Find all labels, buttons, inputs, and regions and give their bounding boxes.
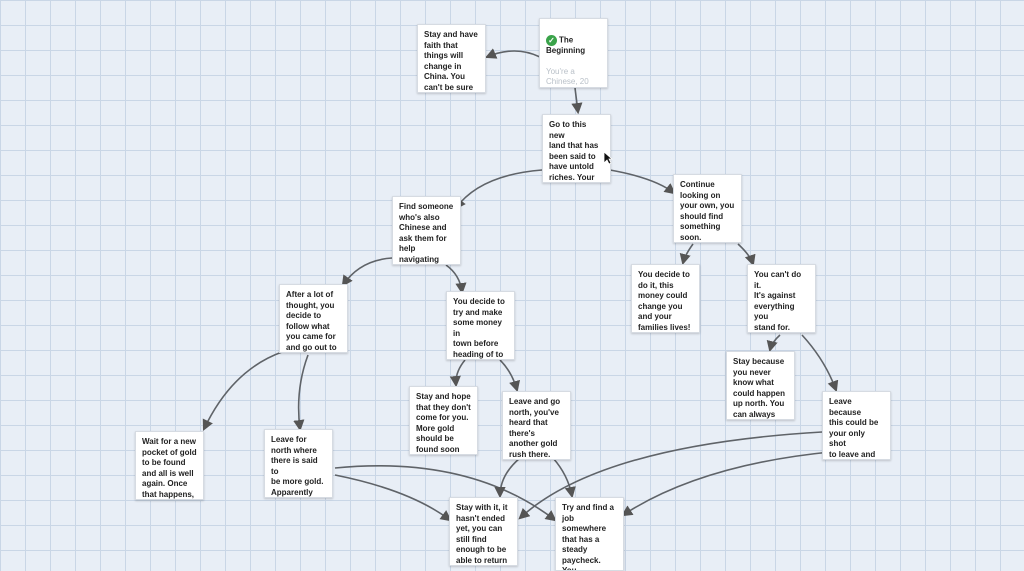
link-find-chinese-to-after-thought xyxy=(341,257,393,287)
passage-new-land[interactable]: Go to this new land that has been said t… xyxy=(542,114,611,183)
passage-leave-north-more[interactable]: Leave for north where there is said to b… xyxy=(264,429,333,498)
link-make-money-to-stay-hope xyxy=(449,359,466,388)
link-leave-go-north-to-stay-with-it xyxy=(494,457,521,499)
link-continue-own-to-decide xyxy=(679,243,694,266)
link-cant-do-to-leave-only-shot xyxy=(801,334,839,393)
link-leave-go-north-to-try-job xyxy=(552,457,576,499)
link-after-thought-to-wait xyxy=(202,351,283,432)
link-after-thought-to-leave-north xyxy=(293,354,309,432)
link-new-land-to-continue-own xyxy=(609,169,676,195)
passage-title: ✓The Beginning xyxy=(546,34,586,55)
passage-after-thought[interactable]: After a lot of thought, you decide to fo… xyxy=(279,284,348,353)
link-beginning-to-new-land xyxy=(571,87,583,115)
passage-stay-never-know[interactable]: Stay because you never know what could h… xyxy=(726,351,795,420)
passage-try-find-job[interactable]: Try and find a job somewhere that has a … xyxy=(555,497,624,571)
link-find-chinese-to-make-money xyxy=(445,264,467,295)
link-beginning-to-stay-faith xyxy=(484,48,541,59)
link-cant-do-to-stay-never-know xyxy=(766,334,781,353)
passage-stay-with-it[interactable]: Stay with it, it hasn't ended yet, you c… xyxy=(449,497,518,566)
passage-leave-go-north[interactable]: Leave and go north, you've heard that th… xyxy=(502,391,571,460)
link-new-land-to-find-chinese xyxy=(454,169,543,210)
passage-make-money[interactable]: You decide to try and make some money in… xyxy=(446,291,515,360)
start-check-icon: ✓ xyxy=(546,34,557,46)
link-leave-only-shot-to-stay-with-it xyxy=(518,431,823,520)
mouse-cursor-icon xyxy=(603,151,613,165)
passage-excerpt: You're a Chinese, 20 year old, male, pea… xyxy=(546,66,589,87)
passage-the-beginning[interactable]: ✓The Beginning You're a Chinese, 20 year… xyxy=(539,18,608,88)
link-leave-north-to-stay-with-it xyxy=(334,474,452,522)
link-leave-only-shot-to-try-job xyxy=(621,451,831,517)
link-make-money-to-leave-go-north xyxy=(499,359,520,393)
passage-stay-faith[interactable]: Stay and have faith that things will cha… xyxy=(417,24,486,93)
passage-stay-hope[interactable]: Stay and hope that they don't come for y… xyxy=(409,386,478,455)
passage-leave-only-shot[interactable]: Leave because this could be your only sh… xyxy=(822,391,891,460)
passage-continue-own[interactable]: Continue looking on your own, you should… xyxy=(673,174,742,243)
passage-find-chinese[interactable]: Find someone who's also Chinese and ask … xyxy=(392,196,461,265)
link-continue-own-to-cant-do xyxy=(737,243,756,267)
passage-decide-to-do[interactable]: You decide to do it, this money could ch… xyxy=(631,264,700,333)
link-leave-north-to-try-job xyxy=(334,465,557,522)
passage-cant-do[interactable]: You can't do it. It's against everything… xyxy=(747,264,816,333)
passage-wait-pocket[interactable]: Wait for a new pocket of gold to be foun… xyxy=(135,431,204,500)
